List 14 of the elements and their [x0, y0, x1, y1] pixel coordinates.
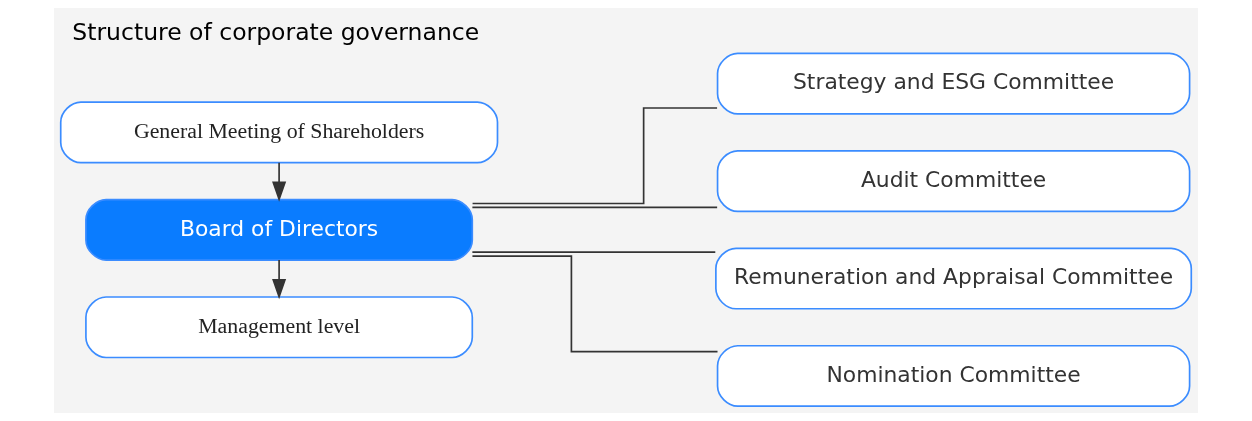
diagram-title: Structure of corporate governance — [72, 18, 480, 47]
connector — [471, 107, 718, 205]
connector — [471, 255, 719, 353]
node-box: Strategy and ESG Committee — [716, 52, 1191, 115]
node-box: Nomination Committee — [716, 344, 1191, 408]
connector — [471, 251, 717, 254]
node-box: Board of Directors — [85, 198, 474, 261]
node-box: Remuneration and Appraisal Committee — [715, 247, 1193, 310]
node-box: Management level — [85, 296, 474, 359]
node-box: Audit Committee — [716, 150, 1191, 213]
arrow — [272, 161, 287, 202]
arrow — [272, 259, 287, 300]
node-box: General Meeting of Shareholders — [59, 101, 499, 164]
connector — [471, 206, 718, 209]
